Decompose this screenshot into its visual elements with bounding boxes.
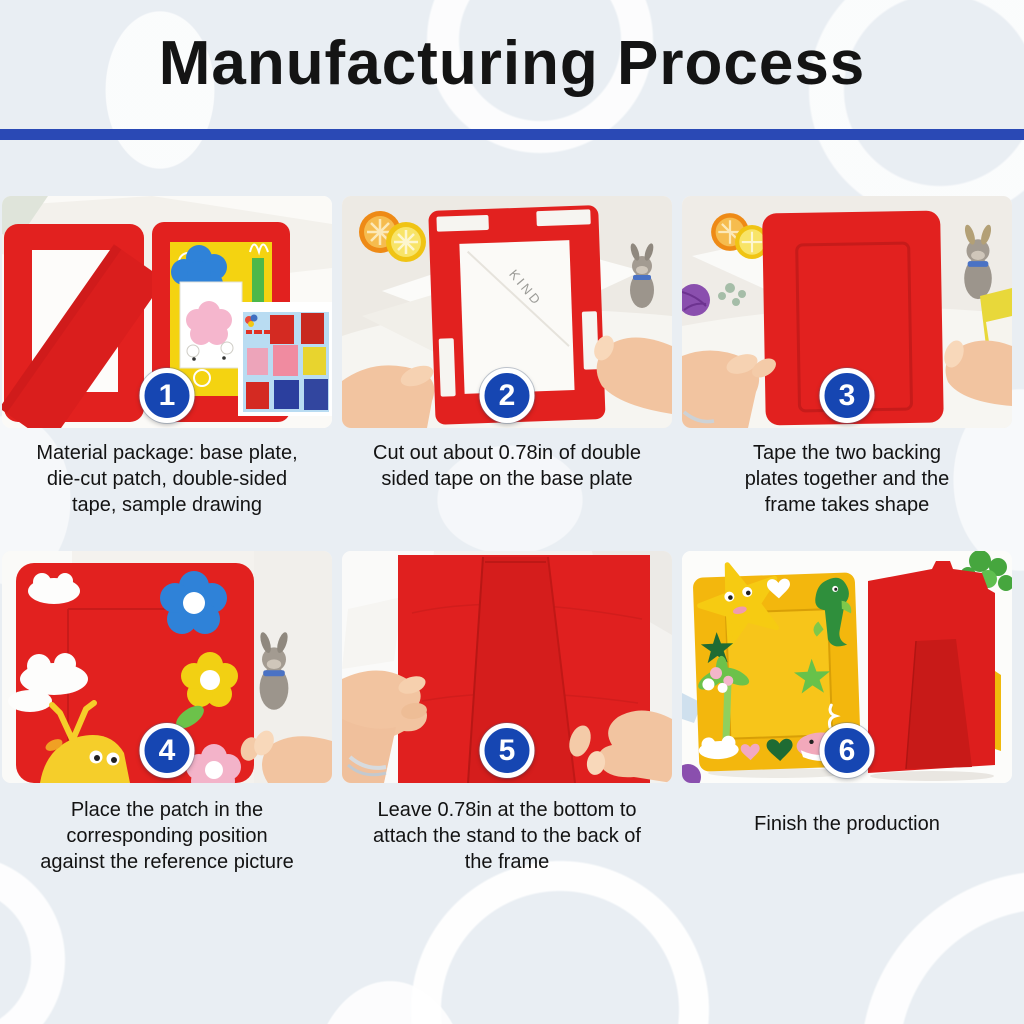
step-4-photo: 4 xyxy=(2,551,332,783)
donkey-figurine-icon xyxy=(964,224,992,300)
title-divider-bar xyxy=(0,129,1024,140)
seahorse-patch xyxy=(813,577,852,647)
stand-attachment-illustration xyxy=(342,551,672,783)
step-2-caption: Cut out about 0.78in of double sided tap… xyxy=(373,442,641,490)
cloud-patches xyxy=(8,573,88,712)
step-4-caption: Place the patch in the corresponding pos… xyxy=(40,799,294,873)
pink-flower-patch xyxy=(186,744,241,783)
page-title: Manufacturing Process xyxy=(158,29,866,98)
left-hand xyxy=(342,670,427,783)
deer-patch xyxy=(40,700,130,783)
backing-plates-illustration xyxy=(682,196,1012,428)
bracelet xyxy=(348,755,387,770)
right-hand xyxy=(262,736,332,783)
step-5-badge: 5 xyxy=(479,723,535,778)
step-3-photo: 3 xyxy=(682,196,1012,428)
step-2-photo: KIND 2 xyxy=(342,196,672,428)
starfish-patch xyxy=(689,551,792,651)
sample-drawing-card xyxy=(238,302,332,416)
step-6-badge: 6 xyxy=(819,723,875,778)
cloud-patch xyxy=(698,735,739,760)
step-4-badge: 4 xyxy=(139,723,195,778)
step-1-photo: K xyxy=(2,196,332,428)
red-frame-back xyxy=(868,561,1001,773)
stand xyxy=(906,639,972,769)
materials-illustration: K xyxy=(2,196,332,428)
right-hand xyxy=(596,337,672,414)
palm-tree-patch xyxy=(698,655,750,745)
lemon-slice-icon xyxy=(386,222,426,262)
step-3-badge: 3 xyxy=(819,368,875,423)
step-1-badge: 1 xyxy=(139,368,195,423)
right-hand xyxy=(569,710,672,783)
step-1-caption: Material package: base plate, die-cut pa… xyxy=(36,442,298,516)
donkey-figurine-icon xyxy=(259,632,289,710)
decorated-yellow-frame xyxy=(689,551,862,772)
donkey-figurine-icon xyxy=(630,243,654,308)
bracelet xyxy=(682,410,715,424)
step-2-badge: 2 xyxy=(479,368,535,423)
tape-strips xyxy=(436,209,599,397)
step-6-caption: Finish the production xyxy=(754,813,940,835)
yarn-ball-icon xyxy=(682,284,710,316)
step-5-caption: Leave 0.78in at the bottom to attach the… xyxy=(373,799,641,873)
yarn-ball-icon xyxy=(682,764,701,783)
step-6-photo: 6 xyxy=(682,551,1012,783)
step-3-caption: Tape the two backing plates together and… xyxy=(744,442,950,516)
greenery xyxy=(718,283,746,306)
step-5-photo: 5 xyxy=(342,551,672,783)
finished-frames-illustration xyxy=(682,551,1012,783)
taping-illustration: KIND xyxy=(342,196,672,428)
lemon-slice-icon xyxy=(735,225,769,259)
